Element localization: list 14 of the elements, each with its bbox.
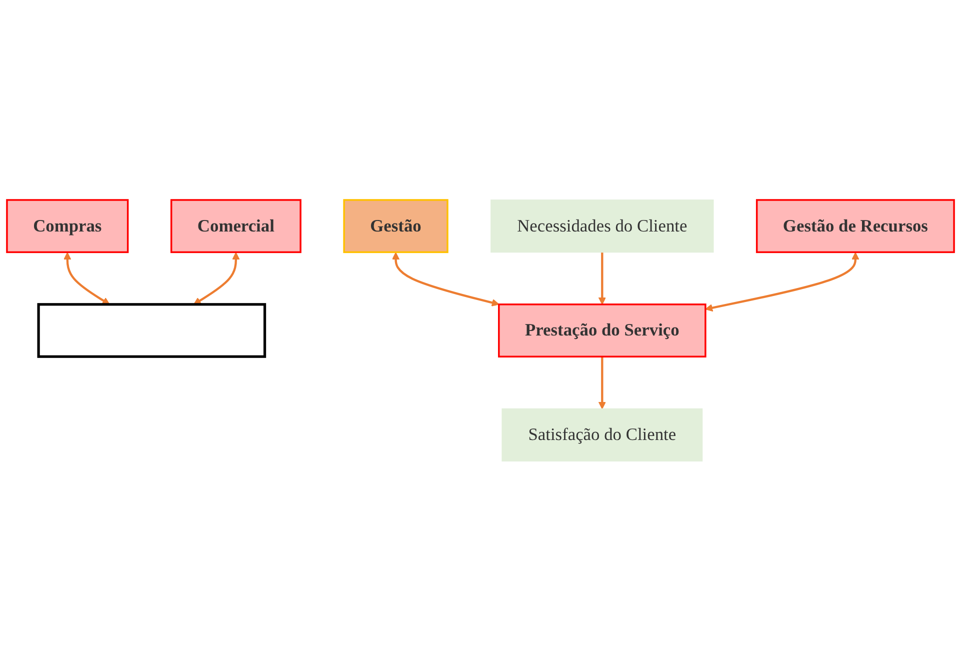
node-box: Compras <box>6 199 129 254</box>
arrow <box>598 252 606 305</box>
node-box: Gestão <box>343 199 448 254</box>
node-box: Comercial <box>170 199 302 254</box>
node-box: Gestão de Recursos <box>756 199 955 254</box>
node-box: Necessidades do Cliente <box>490 200 714 253</box>
node-band <box>37 303 266 358</box>
arrow <box>705 252 860 312</box>
node-box: Satisfação do Cliente <box>502 408 703 462</box>
arrow <box>193 252 240 305</box>
arrow <box>392 252 500 306</box>
arrow <box>64 252 110 305</box>
arrow <box>598 356 606 410</box>
node-box: Prestação do Serviço <box>498 304 706 358</box>
